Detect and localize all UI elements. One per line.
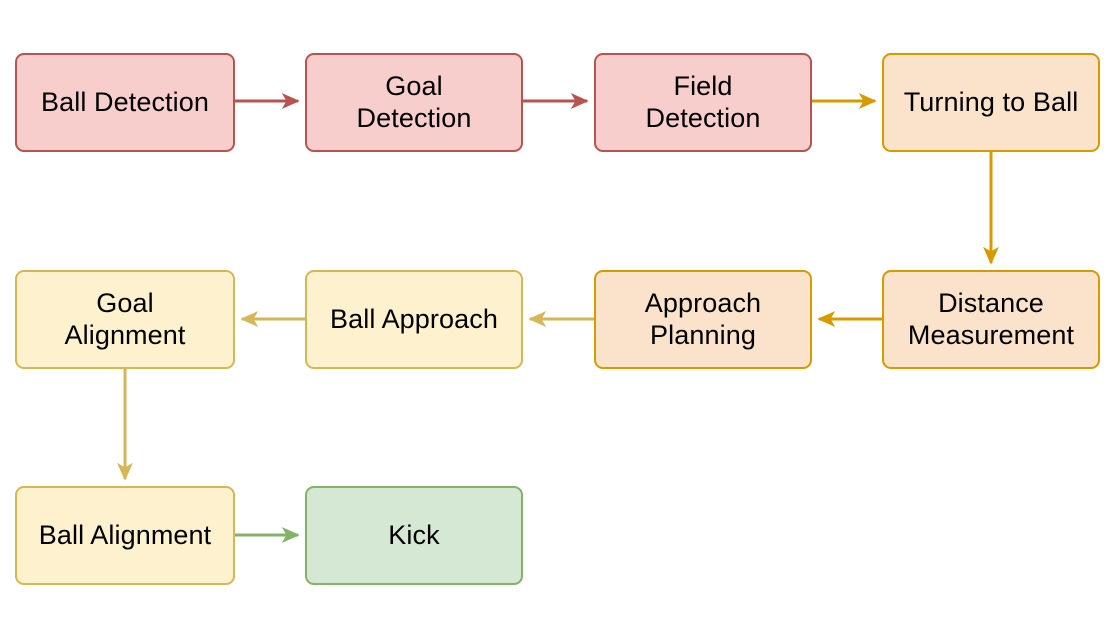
node-field-detection[interactable]: Field Detection: [594, 53, 812, 152]
node-label-ball-alignment: Ball Alignment: [38, 519, 212, 550]
node-distance-measurement[interactable]: Distance Measurement: [882, 270, 1100, 369]
node-goal-alignment[interactable]: Goal Alignment: [15, 270, 235, 369]
node-turning-to-ball[interactable]: Turning to Ball: [882, 53, 1100, 152]
node-kick[interactable]: Kick: [305, 486, 523, 585]
node-label-approach-planning: Approach Planning: [644, 287, 762, 350]
node-label-kick: Kick: [388, 519, 440, 550]
node-ball-detection[interactable]: Ball Detection: [15, 53, 235, 152]
node-label-ball-detection: Ball Detection: [41, 86, 209, 117]
node-label-distance-measurement: Distance Measurement: [907, 287, 1075, 350]
node-label-goal-detection: Goal Detection: [356, 70, 472, 133]
node-label-field-detection: Field Detection: [645, 70, 761, 133]
node-label-ball-approach: Ball Approach: [330, 303, 498, 334]
node-approach-planning[interactable]: Approach Planning: [594, 270, 812, 369]
node-label-turning-to-ball: Turning to Ball: [903, 86, 1079, 117]
node-ball-approach[interactable]: Ball Approach: [305, 270, 523, 369]
node-ball-alignment[interactable]: Ball Alignment: [15, 486, 235, 585]
node-label-goal-alignment: Goal Alignment: [64, 287, 186, 350]
node-goal-detection[interactable]: Goal Detection: [305, 53, 523, 152]
